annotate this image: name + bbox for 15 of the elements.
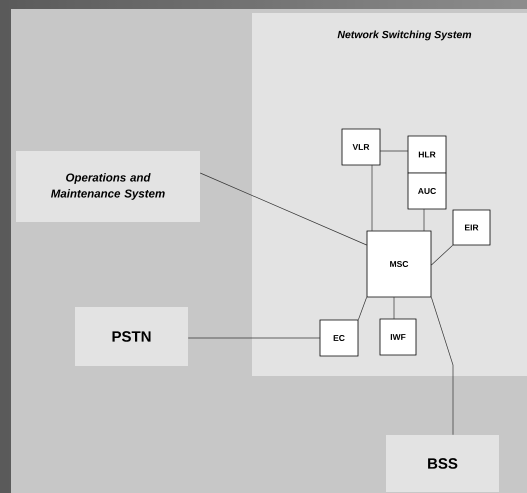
unit-box: EIR [452,210,490,246]
unit-box: HLR [408,136,446,174]
connector-line [431,245,453,266]
system-box: PSTN [75,307,188,366]
connector-line [200,172,367,246]
unit-box: MSC [366,230,432,298]
unit-box: IWF [380,318,416,356]
unit-box: AUC [408,172,446,210]
connector-line [380,150,408,152]
connector-line [431,297,454,436]
system-box: BSS [386,435,499,492]
system-box: Operations and Maintenance System [16,151,200,222]
unit-box: VLR [342,128,380,166]
unit-box: EC [320,320,358,356]
connector-line [358,297,367,320]
